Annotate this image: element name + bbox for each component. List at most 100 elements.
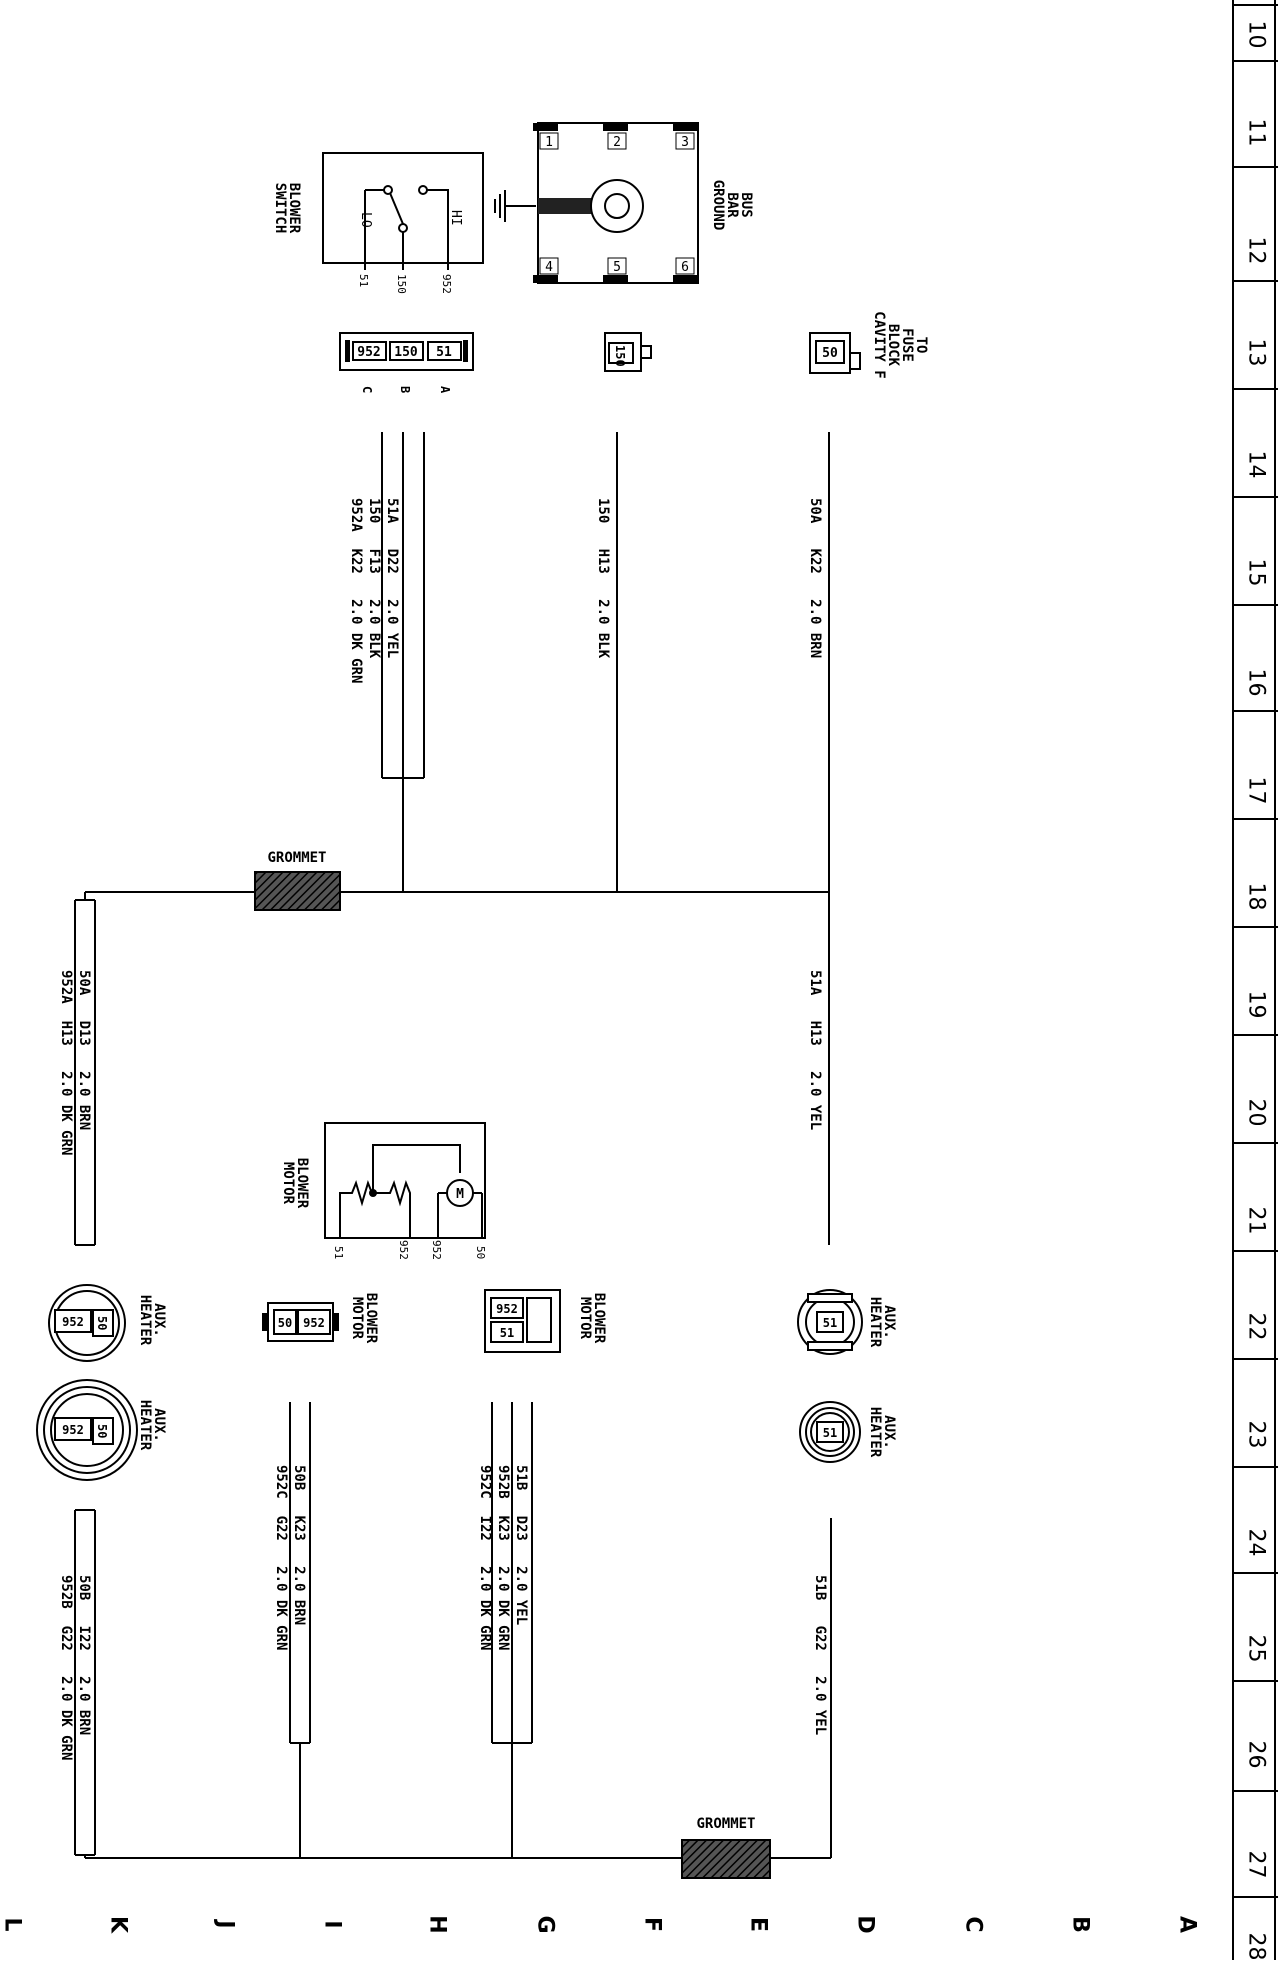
wire-label: 51A D22 2.0 YEL xyxy=(384,498,400,658)
ruler-tick xyxy=(1234,1896,1278,1898)
switch-hi-label: HI xyxy=(448,210,463,226)
ruler-tick xyxy=(1234,388,1278,390)
motor-conn-1-title: BLOWER xyxy=(363,1293,379,1344)
row-letter: J xyxy=(212,1920,238,1929)
ruler-tick xyxy=(1234,1142,1278,1144)
ruler-number: 25 xyxy=(1243,1634,1269,1663)
wire-label: 50A K22 2.0 BRN xyxy=(807,498,823,658)
switch-connector: 952 150 51 C B A xyxy=(339,332,474,394)
grommet-lower xyxy=(681,1839,771,1879)
row-letter: E xyxy=(745,1916,771,1933)
ruler-tick xyxy=(1234,710,1278,712)
fuse-connector: 50 TO FUSE BLOCK CAVITY F xyxy=(809,311,929,379)
motor-pin-50: 50 xyxy=(474,1246,487,1259)
ruler-number: 21 xyxy=(1243,1206,1269,1235)
fuse-label-1: TO xyxy=(913,337,929,354)
motor-symbol: M xyxy=(456,1187,464,1202)
ruler-tick xyxy=(1234,1358,1278,1360)
grommet-upper-label: GROMMET xyxy=(267,850,326,866)
ruler-tick xyxy=(1234,1250,1278,1252)
switch-conn-cell-150: 150 xyxy=(394,345,418,360)
grid-ruler: 10 11 12 13 14 15 16 17 18 19 20 21 22 2… xyxy=(1232,0,1278,1961)
fuse-label-3: BLOCK xyxy=(885,324,901,367)
aux2-cell-952: 952 xyxy=(62,1423,84,1437)
terminal-4: 4 xyxy=(545,260,553,275)
ruler-tick xyxy=(1234,926,1278,928)
ruler-tick xyxy=(1234,1572,1278,1574)
ruler-tick xyxy=(1234,604,1278,606)
bus-bar-title-2: BAR xyxy=(724,192,740,218)
motor-conn-2-title: BLOWER xyxy=(591,1293,607,1344)
row-letter: H xyxy=(424,1915,450,1934)
fuse-conn-cell: 50 xyxy=(822,346,838,361)
fuse-label-2: FUSE xyxy=(899,328,915,362)
wire-label: 952B G22 2.0 DK GRN xyxy=(58,1575,74,1760)
terminal-2: 2 xyxy=(613,135,621,150)
ruler-number: 28 xyxy=(1243,1932,1269,1961)
aux1-title-2: HEATER xyxy=(137,1295,153,1346)
aux1-cell-952: 952 xyxy=(62,1315,84,1329)
aux4-cell-51: 51 xyxy=(823,1426,837,1440)
ruler-number: 17 xyxy=(1243,776,1269,805)
ruler-tick xyxy=(1234,280,1278,282)
ruler-tick xyxy=(1234,1466,1278,1468)
wire-label: 50A D13 2.0 BRN xyxy=(76,970,92,1130)
row-letter: D xyxy=(852,1915,878,1934)
aux1-cell-50: 50 xyxy=(95,1316,109,1330)
ground-connector: 150 xyxy=(604,332,652,372)
motor-conn-1-cell-952: 952 xyxy=(303,1316,325,1330)
row-letter: C xyxy=(960,1916,986,1933)
switch-conn-pin-a: A xyxy=(438,386,452,394)
aux4-title: AUX. xyxy=(881,1415,897,1449)
ruler-number: 12 xyxy=(1243,236,1269,265)
aux2-title-2: HEATER xyxy=(137,1400,153,1451)
aux2-cell-50: 50 xyxy=(95,1424,109,1438)
blower-motor-title: BLOWER xyxy=(294,1158,310,1209)
wire-label: 952A H13 2.0 DK GRN xyxy=(58,970,74,1155)
motor-conn-2-cell-952: 952 xyxy=(496,1302,518,1316)
ruler-tick xyxy=(1234,1680,1278,1682)
ruler-tick xyxy=(1234,60,1278,62)
blower-motor-title-2: MOTOR xyxy=(280,1162,296,1205)
grommet-upper xyxy=(254,871,341,911)
ruler-number: 11 xyxy=(1243,118,1269,147)
ruler-tick xyxy=(1234,496,1278,498)
aux4-title-2: HEATER xyxy=(867,1407,883,1458)
blower-motor-connector-2: 952 51 BLOWER MOTOR xyxy=(484,1289,607,1353)
ruler-number: 26 xyxy=(1243,1740,1269,1769)
ruler-number: 19 xyxy=(1243,990,1269,1019)
aux-heater-connector-1: 952 50 AUX. HEATER xyxy=(48,1284,167,1362)
ruler-number: 23 xyxy=(1243,1420,1269,1449)
row-letter: F xyxy=(639,1916,665,1933)
motor-pin-51: 51 xyxy=(332,1246,345,1259)
upper-wires xyxy=(74,432,830,1246)
terminal-6: 6 xyxy=(681,260,689,275)
wire-label: 952B K23 2.0 DK GRN xyxy=(495,1465,511,1650)
switch-conn-cell-51: 51 xyxy=(436,345,452,360)
wire-label: 51B D23 2.0 YEL xyxy=(513,1465,529,1625)
aux3-title-2: HEATER xyxy=(867,1297,883,1348)
ruler-tick xyxy=(1234,166,1278,168)
aux3-title: AUX. xyxy=(881,1305,897,1339)
aux1-title: AUX. xyxy=(151,1303,167,1337)
fuse-label-4: CAVITY F xyxy=(871,311,887,378)
grommet-lower-label: GROMMET xyxy=(696,1816,755,1832)
ruler-number: 18 xyxy=(1243,882,1269,911)
row-letter: L xyxy=(0,1917,25,1932)
motor-conn-2-title-2: MOTOR xyxy=(577,1297,593,1340)
motor-conn-2-cell-51: 51 xyxy=(500,1326,514,1340)
switch-lo-label: LO xyxy=(358,212,373,228)
ruler-tick xyxy=(1234,1790,1278,1792)
wire-label: 150 F13 2.0 BLK xyxy=(366,498,382,659)
row-letter: I xyxy=(319,1920,345,1929)
terminal-5: 5 xyxy=(613,260,621,275)
wire-label: 952A K22 2.0 DK GRN xyxy=(348,498,364,683)
wire-label: 50B I22 2.0 BRN xyxy=(76,1575,92,1735)
ruler-tick xyxy=(1234,4,1278,6)
terminal-3: 3 xyxy=(681,135,689,150)
switch-conn-pin-b: B xyxy=(398,386,412,393)
ruler-number: 20 xyxy=(1243,1098,1269,1127)
ruler-number: 16 xyxy=(1243,668,1269,697)
bus-bar-ground: 1 2 3 4 5 6 BUS BAR GROUND xyxy=(494,122,754,284)
